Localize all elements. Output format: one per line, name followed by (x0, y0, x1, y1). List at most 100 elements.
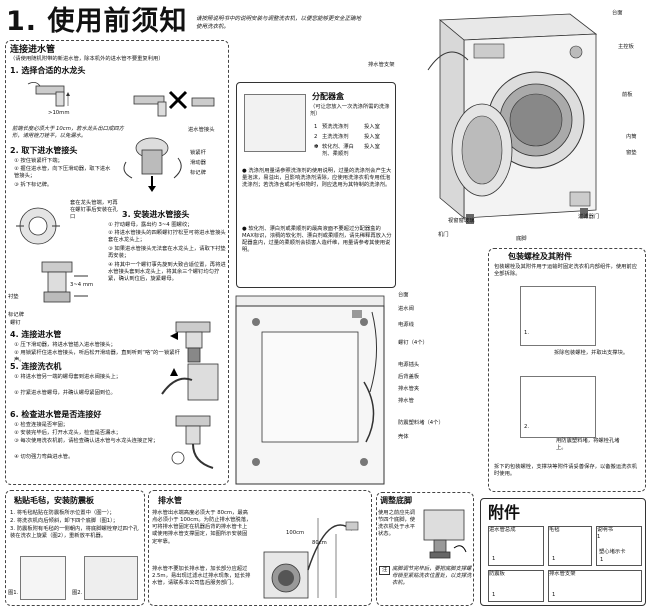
screw-label: 螺钉 (10, 320, 21, 326)
inlet-joint-illustration (123, 137, 182, 192)
accessory-inlet-hose-name: 进水管总成 (489, 527, 516, 533)
machine-back-illustration (235, 295, 385, 485)
back-label-bolt: 螺钉（4个） (398, 340, 428, 346)
gasket-label: 衬垫 (8, 294, 19, 300)
feet-illustration (423, 509, 467, 559)
drain-text2: 排水管不要加长排水管，加长部分应超过 2.5m，易出现过滤水过排水现象，延长排水… (152, 566, 251, 587)
accessory-felt-qty: 1 (552, 555, 556, 562)
mat-figure-2 (84, 556, 138, 600)
bolts-heading: 包装螺栓及其附件 (508, 252, 572, 261)
bolts-text: 包装螺栓及其附件用于运输时固定洗衣机内部组件，使用前应全部拆除。 (494, 264, 638, 278)
accessory-drain-support-qty: 1 (552, 591, 556, 598)
step4-item-1: ① 压下滑动器，将进水管插入进水管接头； (14, 342, 116, 348)
step2-item-1: ① 按住锁紧杆下端； (14, 158, 63, 164)
label-control: 主控板 (618, 44, 634, 50)
step1-note: 前端长度必须大于 10cm，若水龙头出口成四方形，请用锉刀锉平，以免漏水。 (12, 126, 124, 140)
back-label-back-cover: 后背盖板 (398, 374, 420, 380)
accessory-extra-qty: 1 (600, 556, 604, 563)
connect-hose-illustration (170, 321, 211, 363)
accessory-plate-name: 防震板 (489, 571, 505, 577)
dispenser-section (236, 82, 396, 288)
faucet-illustration-ok (27, 82, 70, 107)
accessory-drain-support: 排水管支架 1 (548, 570, 642, 602)
page-subtitle: 请按照说明书中的说明安装与调整洗衣机，以便您能够更安全正确地使用洗衣机。 (196, 16, 362, 30)
inlet-heading: 连接进水管 (10, 45, 56, 55)
mat-fig1-label: 图1. (8, 590, 19, 596)
dispenser-row-2-num: 2 (314, 134, 318, 140)
back-label-shell: 壳体 (398, 434, 409, 440)
accessory-anti-shake-plate: 防震板 1 (488, 570, 544, 602)
dispenser-row-1-place: 投入室 (364, 124, 380, 130)
dispenser-row-1-name: 预洗洗涤剂 (322, 124, 349, 130)
dispenser-row-3-place: 投入室 (364, 144, 380, 150)
inlet-section (5, 40, 229, 485)
drain-text: 排水管出水端高度必须大于 80cm，最高点必须小于 100cm。为防止排水管脱落… (152, 510, 252, 545)
ring-label: 套在龙头管端，可再在螺钉事后安装在孔口 (70, 200, 118, 221)
step3-item-2: ② 将进水管接头的四颗螺钉拧松至可将进水管接头套在水龙头上； (108, 230, 226, 244)
dispenser-row-2-name: 主洗洗涤剂 (322, 134, 349, 140)
step4-item-2: ② 用锁紧杆住进水管接头，听后松开滑动器，直到听到“咯”的一声。 (14, 350, 164, 364)
accessory-inlet-hose: 进水管总成 1 (488, 526, 544, 566)
mat-item-2: 2. 将洗衣机向后倾斜，卸下四个底脚（图1）； (10, 518, 119, 524)
label-filter: 过滤器门 (578, 214, 600, 220)
step5-item-2: ② 拧紧进水管螺母，并确认螺母紧固到位。 (14, 390, 116, 396)
tag-label: 标记牌 (190, 170, 206, 176)
mat-fig2-label: 图2. (72, 590, 83, 596)
feet-text: 使用之前应先调节四个底脚，使洗衣机处于水平状态。 (378, 510, 416, 538)
dispenser-bullet-1: ● 洗涤剂用量请参照洗涤剂的使用说明，过量的洗涤剂会产生大量泡沫，易溢出，且影响… (242, 168, 392, 189)
step5-item-1: ① 将进水管另一端的螺母套到进水阀接头上； (14, 374, 122, 380)
bolts-step1-num: 1. (524, 330, 530, 336)
connect-machine-illustration (161, 363, 219, 401)
page-title: 1. 使用前须知 (6, 6, 188, 37)
back-label-top: 台面 (398, 292, 409, 298)
inlet-note: （请使用随机附带的新进水管，除本机外的进水管不要重复利用） (10, 56, 164, 62)
accessory-inlet-hose-qty: 1 (492, 555, 496, 562)
accessories-section (480, 498, 646, 606)
inlet-step5: 5. 连接洗衣机 (10, 362, 62, 371)
label-glass: 视窗窗玻璃 (448, 218, 475, 224)
step3-item-1: ① 拧动螺母，露出约 3~4 圈螺纹； (108, 222, 193, 228)
accessory-felt: 毛毡 1 (548, 526, 592, 566)
washing-machine-illustration (427, 13, 598, 224)
label-door: 窗垫 (626, 150, 637, 156)
step6-item-4: ④ 切勿强力弯曲进水管。 (14, 454, 74, 460)
step2-item-2: ② 握住进水管，向下压滑动器，取下进水管接头； (14, 166, 111, 180)
accessory-felt-name: 毛毡 (549, 527, 560, 533)
mat-heading: 粘贴毛毡，安装防震板 (14, 496, 94, 505)
dispenser-row-3-name: 软化剂、漂白剂、柔顺剂 (322, 144, 354, 158)
label-door-handle: 机门 (438, 232, 449, 238)
step2-item-3: ③ 拆下标记牌。 (14, 182, 53, 188)
feet-section (376, 492, 474, 606)
accessory-manual-qty: 1 (597, 534, 601, 541)
dispenser-bullet-2-text: 软化剂、漂白剂或柔顺剂的最高液面不要超过分配器盒的MAX标识，浓稠的软化剂、漂白… (242, 226, 392, 254)
bolts-step2-figure (520, 376, 596, 438)
mat-item-1: 1. 将毛毡粘贴在防震板所示位置中（图一）； (10, 510, 115, 516)
dispenser-bullet-1-text: 洗涤剂用量请参照洗涤剂的使用说明，过量的洗涤剂会产生大量泡沫，易溢出，且影响洗涤… (242, 168, 392, 189)
label-drum: 内筒 (626, 134, 637, 140)
joint-parts-illustration (16, 207, 60, 245)
back-label-anti-shake: 防震塑料堵（4个） (398, 420, 444, 426)
step6-item-3: ③ 每次使用洗衣机前，请检查确认进水管与水龙头连接正常； (14, 438, 159, 444)
accessory-manual-name: 说明书 (597, 527, 613, 533)
drain-section (148, 490, 372, 606)
drain-illustration (263, 518, 359, 599)
mat-item-3: 3. 防震板附有毛毡的一侧朝内，将底脚螺栓穿过四个孔装在洗衣上旋紧（图2），重新… (10, 526, 139, 540)
lock-lever2-label: 锁紧杆 (164, 350, 180, 356)
bolts-step2-num: 2. (524, 424, 530, 430)
label-drain-support: 排水管支架 (368, 62, 395, 68)
lock-lever-label: 锁紧杆 (190, 150, 206, 156)
dispenser-row-2-place: 投入室 (364, 134, 380, 140)
label-foot: 底脚 (516, 236, 527, 242)
bolts-section (488, 248, 646, 492)
mat-figure-1 (20, 556, 66, 600)
back-label-drain-hose: 排水管 (398, 398, 414, 404)
bolts-step2-text: 用防震塑料堵，将螺栓孔堵上。 (556, 438, 620, 452)
accessory-manual: 说明书 1 塑心堵示卡 1 (596, 526, 642, 566)
inlet-step6: 6. 检查进水管是否连接好 (10, 410, 102, 419)
dispenser-heading: 分配器盒 (312, 92, 344, 101)
dispenser-sub: （可让您放入一次洗涤所需的洗涤剂） (310, 104, 390, 118)
dispenser-row-1-num: 1 (314, 124, 318, 130)
dispenser-bullet-2: ● 软化剂、漂白剂或柔顺剂的最高液面不要超过分配器盒的MAX标识，浓稠的软化剂、… (242, 226, 392, 254)
joint-install-illustration (41, 261, 88, 303)
accessory-plate-qty: 1 (492, 591, 496, 598)
